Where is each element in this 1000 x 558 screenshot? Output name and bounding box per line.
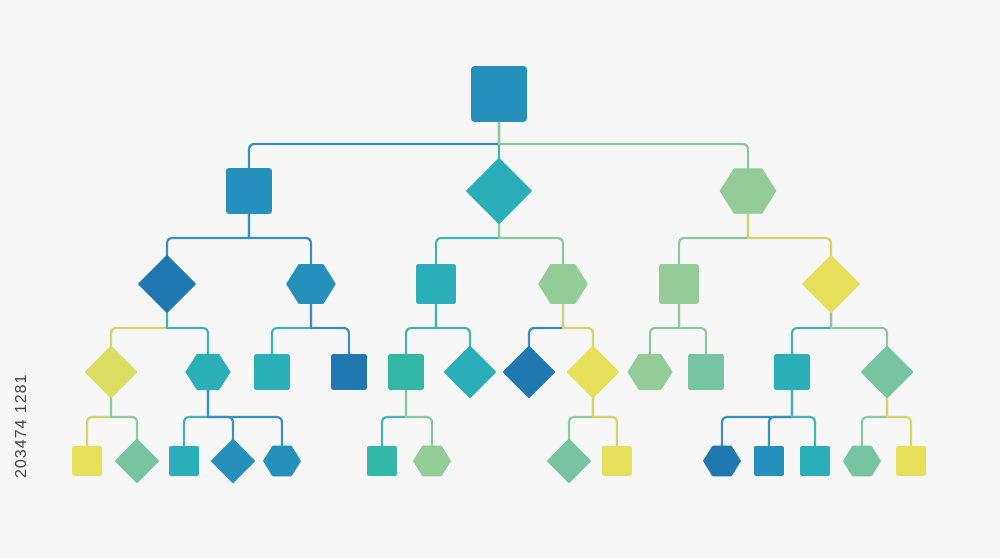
- connector-b2b-b2b2: [591, 370, 619, 448]
- node-square-root: [471, 66, 527, 122]
- node-square-b1: [416, 264, 456, 304]
- connector-a-a2: [247, 189, 313, 266]
- node-diamond-a1b2: [211, 439, 255, 483]
- node-square-c1: [659, 264, 699, 304]
- connector-a1a-a1a2: [109, 370, 139, 442]
- node-square-b1a1: [367, 446, 397, 476]
- connector-c2-c2b: [829, 282, 889, 349]
- node-hexagon-b2: [538, 264, 588, 304]
- node-hexagon-c: [719, 168, 777, 214]
- node-hexagon-c2a1: [703, 445, 741, 477]
- connector-c2b-c2b2: [885, 370, 913, 448]
- connector-b1a-b1a1: [380, 370, 408, 448]
- node-diamond-b2b1: [547, 439, 591, 483]
- connector-b-b1: [434, 189, 501, 266]
- node-square-b1a: [388, 354, 424, 390]
- node-hexagon-a1b: [185, 353, 231, 391]
- connector-a1b-a1b1: [182, 370, 210, 448]
- node-square-c2a: [774, 354, 810, 390]
- node-hexagon-b1a2: [413, 445, 451, 477]
- connector-b1-b1a: [404, 282, 438, 356]
- connector-a1-a1b: [165, 282, 210, 356]
- connector-c2b-c2b1: [860, 370, 889, 448]
- node-square-b2b2: [602, 446, 632, 476]
- connector-c1-c1a: [648, 282, 681, 356]
- connector-root-c: [497, 92, 750, 170]
- tree-nodes: [72, 66, 926, 483]
- node-diamond-a1a2: [115, 439, 159, 483]
- node-hexagon-c1a: [627, 353, 673, 391]
- connector-a-a1: [165, 189, 251, 258]
- connector-a1-a1a: [109, 282, 169, 349]
- connector-c2a-c2a2: [767, 370, 794, 448]
- connector-b2-b2b: [561, 282, 595, 349]
- connector-c-c2: [746, 189, 833, 258]
- connector-a2-a2a: [270, 282, 313, 356]
- node-square-a2b: [331, 354, 367, 390]
- connector-b1-b1b: [434, 282, 472, 349]
- node-square-c1b: [688, 354, 724, 390]
- node-square-a: [226, 168, 272, 214]
- node-hexagon-a1b3: [263, 445, 301, 477]
- connector-b2b-b2b1: [567, 370, 595, 442]
- node-square-a2a: [254, 354, 290, 390]
- connector-c2-c2a: [790, 282, 833, 356]
- connector-a1b-a1b3: [206, 370, 284, 448]
- node-diamond-b2a: [503, 346, 555, 398]
- connector-a1a-a1a1: [85, 370, 113, 448]
- tree-connectors: [85, 92, 913, 448]
- node-square-c2b2: [896, 446, 926, 476]
- connector-c1-c1b: [677, 282, 708, 356]
- node-square-c2a3: [800, 446, 830, 476]
- connector-c-c1: [677, 189, 750, 266]
- node-diamond-a1: [138, 255, 196, 313]
- node-square-a1a1: [72, 446, 102, 476]
- node-hexagon-a2: [286, 264, 336, 304]
- node-hexagon-c2b1: [843, 445, 881, 477]
- connector-c2a-c2a1: [720, 370, 794, 448]
- node-diamond-a1a: [85, 346, 137, 398]
- side-id-text: 203474 1281: [13, 373, 30, 479]
- connector-b2-b2a: [527, 282, 565, 349]
- node-diamond-c2b: [861, 346, 913, 398]
- node-diamond-c2: [802, 255, 860, 313]
- connector-b1a-b1a2: [404, 370, 434, 448]
- node-diamond-b1b: [444, 346, 496, 398]
- node-diamond-b: [466, 158, 532, 224]
- connector-root-a: [247, 92, 501, 170]
- node-diamond-b2b: [567, 346, 619, 398]
- node-square-c2a2: [754, 446, 784, 476]
- connector-b-b2: [497, 189, 565, 266]
- connector-c2a-c2a3: [790, 370, 817, 448]
- connector-a2-a2b: [309, 282, 351, 356]
- node-square-a1b1: [169, 446, 199, 476]
